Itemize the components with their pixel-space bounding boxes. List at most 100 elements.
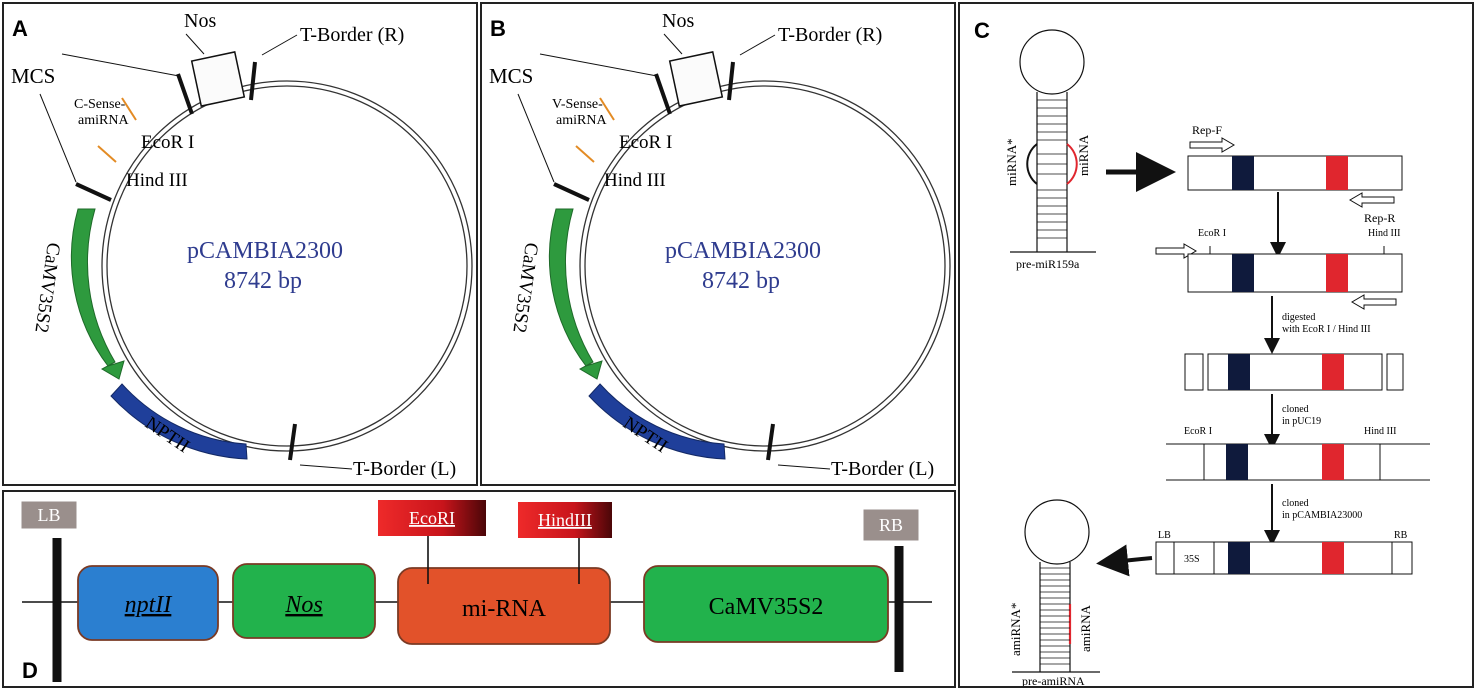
panel-d: LB RB nptII Nos mi-RNA CaMV35S2 EcoRI Hi… <box>2 490 956 688</box>
lb-tag <box>18 498 80 532</box>
hindiii-label: HindIII <box>538 510 592 530</box>
sense-label-line1: V-Sense- <box>552 97 603 112</box>
rb-label: RB <box>1394 530 1408 541</box>
plasmid-map-b: B Nos T-Border (R) MCS V-Sense- amiRNA E… <box>489 10 951 480</box>
pre-mir-label: pre-miR159a <box>1016 257 1080 271</box>
plasmid-ring-inner <box>584 85 946 447</box>
amirna-star-label: amiRNA* <box>1008 603 1023 656</box>
construct-1-mirna <box>1326 156 1348 190</box>
ecor-tick <box>599 97 615 121</box>
sense-label-line1: C-Sense- <box>74 97 126 112</box>
plasmid-size: 8742 bp <box>702 268 780 294</box>
fragment-right <box>1386 353 1404 391</box>
ecor-label-2: EcoR I <box>1184 426 1212 437</box>
panel-letter: C <box>974 18 990 43</box>
hind-label: Hind III <box>126 170 188 191</box>
lb-label: LB <box>1158 530 1171 541</box>
rep-f-label: Rep-F <box>1192 123 1222 137</box>
ecor-label: EcoR I <box>1198 228 1226 239</box>
construct-2-mirna <box>1326 254 1348 292</box>
hindiii-tag <box>518 502 612 538</box>
nos-box <box>190 51 246 107</box>
t-border-r-leader <box>739 34 776 56</box>
pre-mir-hairpin <box>1010 29 1096 253</box>
pre-amirna-label: pre-amiRNA <box>1022 674 1085 686</box>
nptii-label: nptII <box>125 592 173 618</box>
nos-box <box>668 51 724 107</box>
ecori-tag <box>378 500 486 536</box>
pre-amirna-hairpin <box>1012 499 1100 673</box>
rep-r-primer-arrow <box>1349 192 1395 208</box>
construct-2 <box>1187 253 1403 293</box>
plasmid-name: pCAMBIA2300 <box>665 238 821 264</box>
mcs-leader <box>61 53 180 77</box>
fragment-left <box>1184 353 1204 391</box>
t-border-r-tick <box>727 61 735 101</box>
rep-f-primer-arrow <box>1189 137 1235 153</box>
digested-label-2: with EcoR I / Hind III <box>1282 324 1371 335</box>
t-border-r-label: T-Border (R) <box>778 24 882 46</box>
t-dna-construct: LB RB nptII Nos mi-RNA CaMV35S2 EcoRI Hi… <box>18 498 932 683</box>
panel-letter: D <box>22 658 38 683</box>
panel-b: B Nos T-Border (R) MCS V-Sense- amiRNA E… <box>480 2 956 486</box>
t-border-l-tick <box>766 423 775 461</box>
t-border-l-label: T-Border (L) <box>831 458 934 480</box>
cloned-label-4: in pCAMBIA23000 <box>1282 510 1362 521</box>
nptii-box <box>77 565 219 641</box>
mirna-star-label: miRNA* <box>1004 138 1019 186</box>
ecor-tick <box>121 97 137 121</box>
primer-arrow-right <box>1351 294 1397 310</box>
construct-2-mirna-star <box>1232 254 1254 292</box>
mcs-leader-2 <box>517 93 555 183</box>
lb-label: LB <box>37 505 60 525</box>
mcs-leader <box>539 53 658 77</box>
plasmid-map-a: A Nos T-Border (R) MCS C-Sense- amiRNA E… <box>11 10 473 480</box>
mirna-box <box>397 567 611 645</box>
nos-leader <box>185 33 205 55</box>
panel-a: A Nos T-Border (R) MCS C-Sense- amiRNA E… <box>2 2 478 486</box>
plasmid-size: 8742 bp <box>224 268 302 294</box>
digested-label-1: digested <box>1282 312 1315 323</box>
nos-label: Nos <box>284 592 322 618</box>
amirna-construction-flow: C miRNA* miRNA pre <box>974 18 1430 686</box>
t-border-r-label: T-Border (R) <box>300 24 404 46</box>
hind-label: Hind III <box>1368 228 1401 239</box>
nptii-label: NPTII <box>619 413 671 458</box>
t-border-l-leader <box>299 464 353 470</box>
puc19-mirna <box>1322 444 1344 480</box>
mcs-label: MCS <box>489 64 533 88</box>
nptii-feature-arc <box>110 383 248 460</box>
cloned-label-2: in pUC19 <box>1282 416 1321 427</box>
t-border-l-leader <box>777 464 831 470</box>
construct-1 <box>1187 155 1403 191</box>
hind-mcs-tick <box>75 182 112 202</box>
nos-leader <box>663 33 683 55</box>
nptii-feature-arc <box>588 383 726 460</box>
mirna-label: miRNA <box>1076 134 1091 176</box>
sense-label-line2: amiRNA <box>556 113 607 128</box>
final-construct <box>1155 541 1413 575</box>
final-mirna-star <box>1228 542 1250 574</box>
plasmid-ring-outer <box>579 80 951 452</box>
hind-mcs-tick <box>553 182 590 202</box>
nos-label: Nos <box>184 10 216 32</box>
camv-feature-arc <box>548 208 603 380</box>
mcs-leader-2 <box>39 93 77 183</box>
final-mirna <box>1322 542 1344 574</box>
ecori-label: EcoRI <box>409 508 455 528</box>
nptii-label: NPTII <box>141 413 193 458</box>
to-hairpin-arrow <box>1096 544 1153 577</box>
s35-label: 35S <box>1184 554 1200 565</box>
rb-tag <box>860 506 922 544</box>
nos-box <box>232 563 376 639</box>
ecor-label: EcoR I <box>619 132 672 153</box>
plasmid-ring-outer <box>101 80 473 452</box>
amirna-label: amiRNA <box>1078 604 1093 652</box>
fragment-mirna-star <box>1228 354 1250 390</box>
mcs-label: MCS <box>11 64 55 88</box>
fragment-mirna <box>1322 354 1344 390</box>
hind-tick <box>575 145 595 163</box>
camv-label: CaMV35S2 <box>709 594 824 620</box>
sense-label-line2: amiRNA <box>78 113 129 128</box>
hind-label: Hind III <box>604 170 666 191</box>
